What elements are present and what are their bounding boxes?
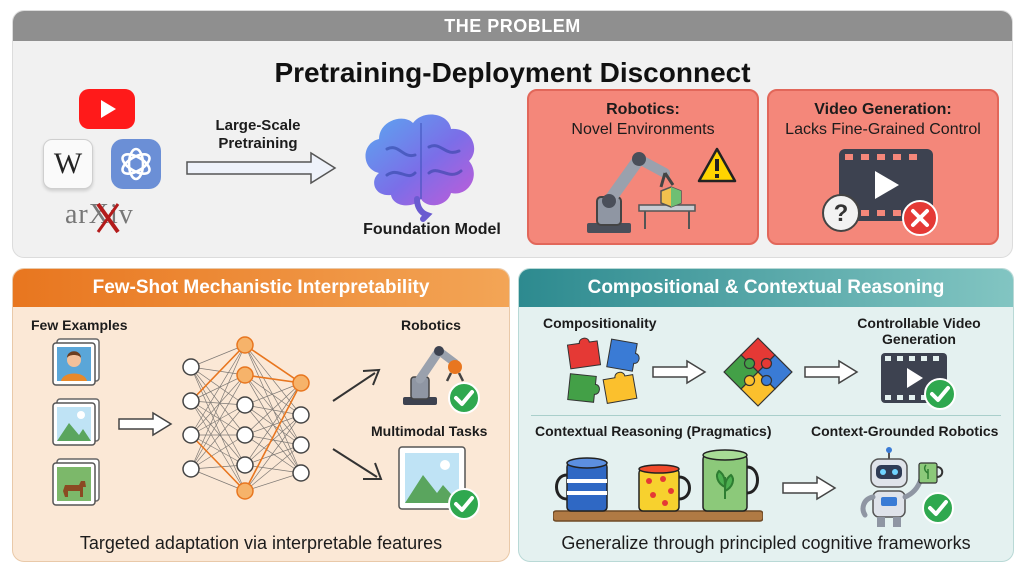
film-play-icon [839, 149, 933, 226]
few-shot-header: Few-Shot Mechanistic Interpretability [13, 269, 509, 307]
few-shot-panel: Few-Shot Mechanistic Interpretability Fe… [12, 268, 510, 562]
compositionality-label: Compositionality [543, 315, 657, 331]
puzzle-pieces-icon [565, 337, 641, 410]
robotics-problem-card: Robotics: Novel Environments [527, 89, 759, 245]
video-card-subtitle: Lacks Fine-Grained Control [785, 121, 981, 138]
controllable-video-label: Controllable Video Generation [857, 315, 981, 347]
robotics-output-label: Robotics [401, 317, 461, 333]
brain-icon [351, 103, 491, 228]
problem-title: Pretraining-Deployment Disconnect [274, 57, 751, 88]
robot-success-check-icon [921, 491, 955, 530]
foundation-model-label: Foundation Model [363, 221, 501, 238]
robotics-card-title: Robotics: [606, 101, 680, 118]
problem-header: THE PROBLEM [13, 11, 1012, 41]
landscape-photo-icon [51, 397, 101, 452]
multimodal-output-arrow-icon [329, 445, 389, 490]
assembled-puzzle-icon [721, 335, 795, 414]
compose-arrow-icon [651, 359, 707, 390]
compositional-panel: Compositional & Contextual Reasoning Com… [518, 268, 1014, 562]
error-x-icon [901, 199, 939, 242]
arxiv-logo: arXiv [65, 199, 134, 234]
multimodal-success-check-icon [447, 487, 481, 526]
input-arrow-icon [117, 411, 173, 442]
multimodal-output-label: Multimodal Tasks [371, 423, 488, 439]
video-arrow-icon [803, 359, 859, 390]
person-photo-icon [51, 337, 101, 392]
neural-network-diagram [177, 331, 337, 506]
video-problem-card: Video Generation: Lacks Fine-Grained Con… [767, 89, 999, 245]
wikipedia-letter: W [53, 147, 83, 180]
robot-arm-icon [569, 143, 719, 244]
robotics-success-check-icon [447, 381, 481, 420]
compositional-header: Compositional & Contextual Reasoning [519, 269, 1013, 307]
dog-photo-icon [51, 457, 101, 512]
pretraining-arrow [185, 151, 339, 190]
few-shot-caption: Targeted adaptation via interpretable fe… [79, 533, 443, 553]
robot-arrow-icon [781, 475, 837, 506]
compositional-caption: Generalize through principled cognitive … [561, 533, 971, 553]
svg-text:?: ? [834, 200, 849, 227]
multimodal-image-icon [397, 445, 467, 516]
few-examples-label: Few Examples [31, 317, 128, 333]
robotics-card-subtitle: Novel Environments [571, 121, 715, 138]
warning-icon [697, 147, 737, 188]
robot-arm-small-icon [391, 337, 471, 414]
robotics-output-arrow-icon [329, 363, 389, 412]
video-card-title: Video Generation: [814, 101, 952, 118]
openai-icon [111, 139, 161, 189]
video-success-check-icon [923, 377, 957, 416]
contextual-reasoning-label: Contextual Reasoning (Pragmatics) [535, 423, 772, 439]
pretraining-label: Large-Scale Pretraining [215, 117, 301, 152]
context-grounded-label: Context-Grounded Robotics [811, 423, 999, 439]
problem-panel: THE PROBLEM Pretraining-Deployment Disco… [12, 10, 1013, 258]
question-icon: ? [821, 193, 861, 238]
section-divider [531, 415, 1001, 416]
youtube-icon [79, 89, 135, 129]
robot-icon [857, 445, 957, 536]
wikipedia-icon: W [43, 139, 93, 189]
mugs-on-shelf-icon [552, 447, 764, 534]
